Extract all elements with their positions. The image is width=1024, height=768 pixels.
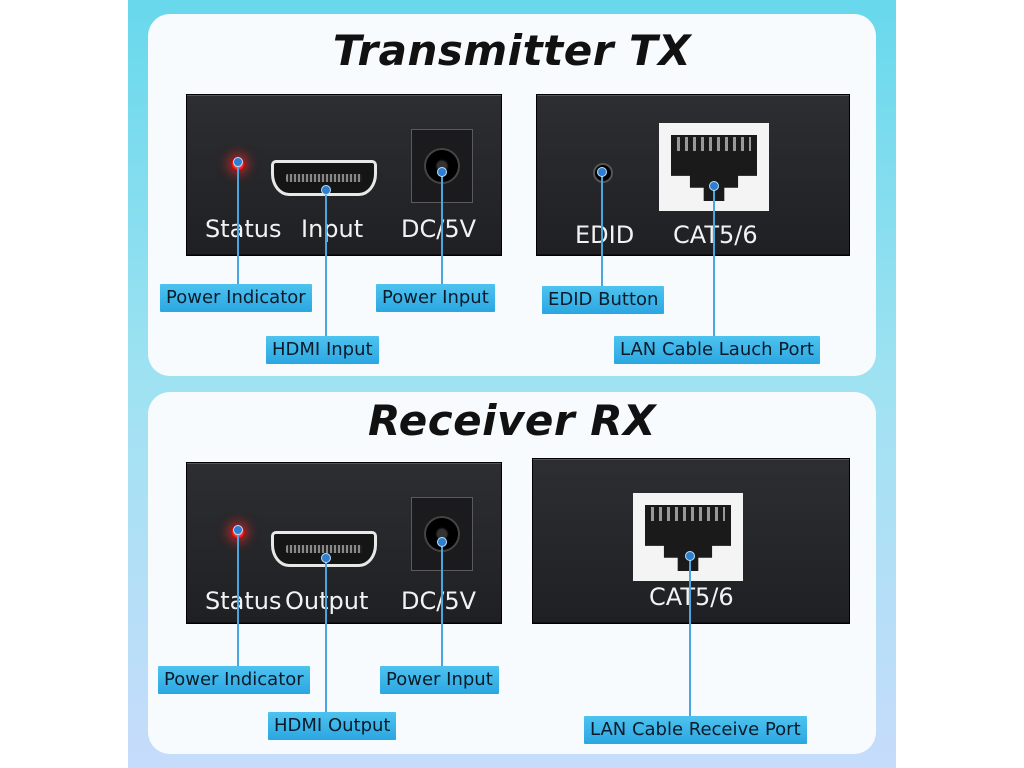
transmitter-panel: Transmitter TX Status Input DC/5V EDID C… (148, 14, 876, 376)
tx-callout-hdmi-input: HDMI Input (266, 336, 379, 364)
tx-callout-lan-port: LAN Cable Lauch Port (614, 336, 820, 364)
tx-dot-hdmi (321, 185, 331, 195)
rx-callout-lan-port: LAN Cable Receive Port (584, 716, 807, 744)
receiver-panel: Receiver RX Status Output DC/5V CAT5/6 P… (148, 392, 876, 754)
tx-dc-label: DC/5V (401, 215, 477, 243)
rx-back-panel: CAT5/6 (532, 458, 850, 624)
diagram-stage: Transmitter TX Status Input DC/5V EDID C… (128, 0, 896, 768)
rx-callout-power-indicator: Power Indicator (158, 666, 310, 694)
rx-callout-power-input: Power Input (380, 666, 499, 694)
rx-dc-box (411, 497, 473, 571)
transmitter-title: Transmitter TX (332, 26, 692, 75)
rx-leader-power-indicator (237, 530, 239, 668)
rx-rj45-port (633, 493, 743, 581)
tx-edid-label: EDID (575, 221, 635, 249)
rx-leader-lan (689, 556, 691, 718)
tx-dot-power-input (437, 167, 447, 177)
tx-dot-edid (597, 167, 607, 177)
rx-leader-power-input (441, 542, 443, 668)
rx-dc-label: DC/5V (401, 587, 477, 615)
rx-front-panel: Status Output DC/5V (186, 462, 502, 624)
tx-input-label: Input (301, 215, 364, 243)
rx-dot-lan (685, 551, 695, 561)
tx-front-panel: Status Input DC/5V (186, 94, 502, 256)
receiver-title: Receiver RX (368, 396, 656, 445)
tx-leader-lan (713, 186, 715, 338)
rx-cat-label: CAT5/6 (649, 583, 734, 611)
tx-cat-label: CAT5/6 (673, 221, 758, 249)
rx-dot-hdmi (321, 553, 331, 563)
tx-leader-power-input (441, 172, 443, 286)
rx-callout-hdmi-output: HDMI Output (268, 712, 397, 740)
tx-dot-power-indicator (233, 157, 243, 167)
tx-dot-lan (709, 181, 719, 191)
tx-callout-power-indicator: Power Indicator (160, 284, 312, 312)
tx-leader-hdmi (325, 190, 327, 338)
rx-dot-power-indicator (233, 525, 243, 535)
rx-status-label: Status (205, 587, 282, 615)
rx-leader-hdmi (325, 558, 327, 714)
tx-leader-power-indicator (237, 162, 239, 286)
tx-callout-edid-button: EDID Button (542, 286, 665, 314)
rx-dot-power-input (437, 537, 447, 547)
tx-leader-edid (601, 172, 603, 288)
tx-callout-power-input: Power Input (376, 284, 495, 312)
tx-status-label: Status (205, 215, 282, 243)
tx-back-panel: EDID CAT5/6 (536, 94, 850, 256)
